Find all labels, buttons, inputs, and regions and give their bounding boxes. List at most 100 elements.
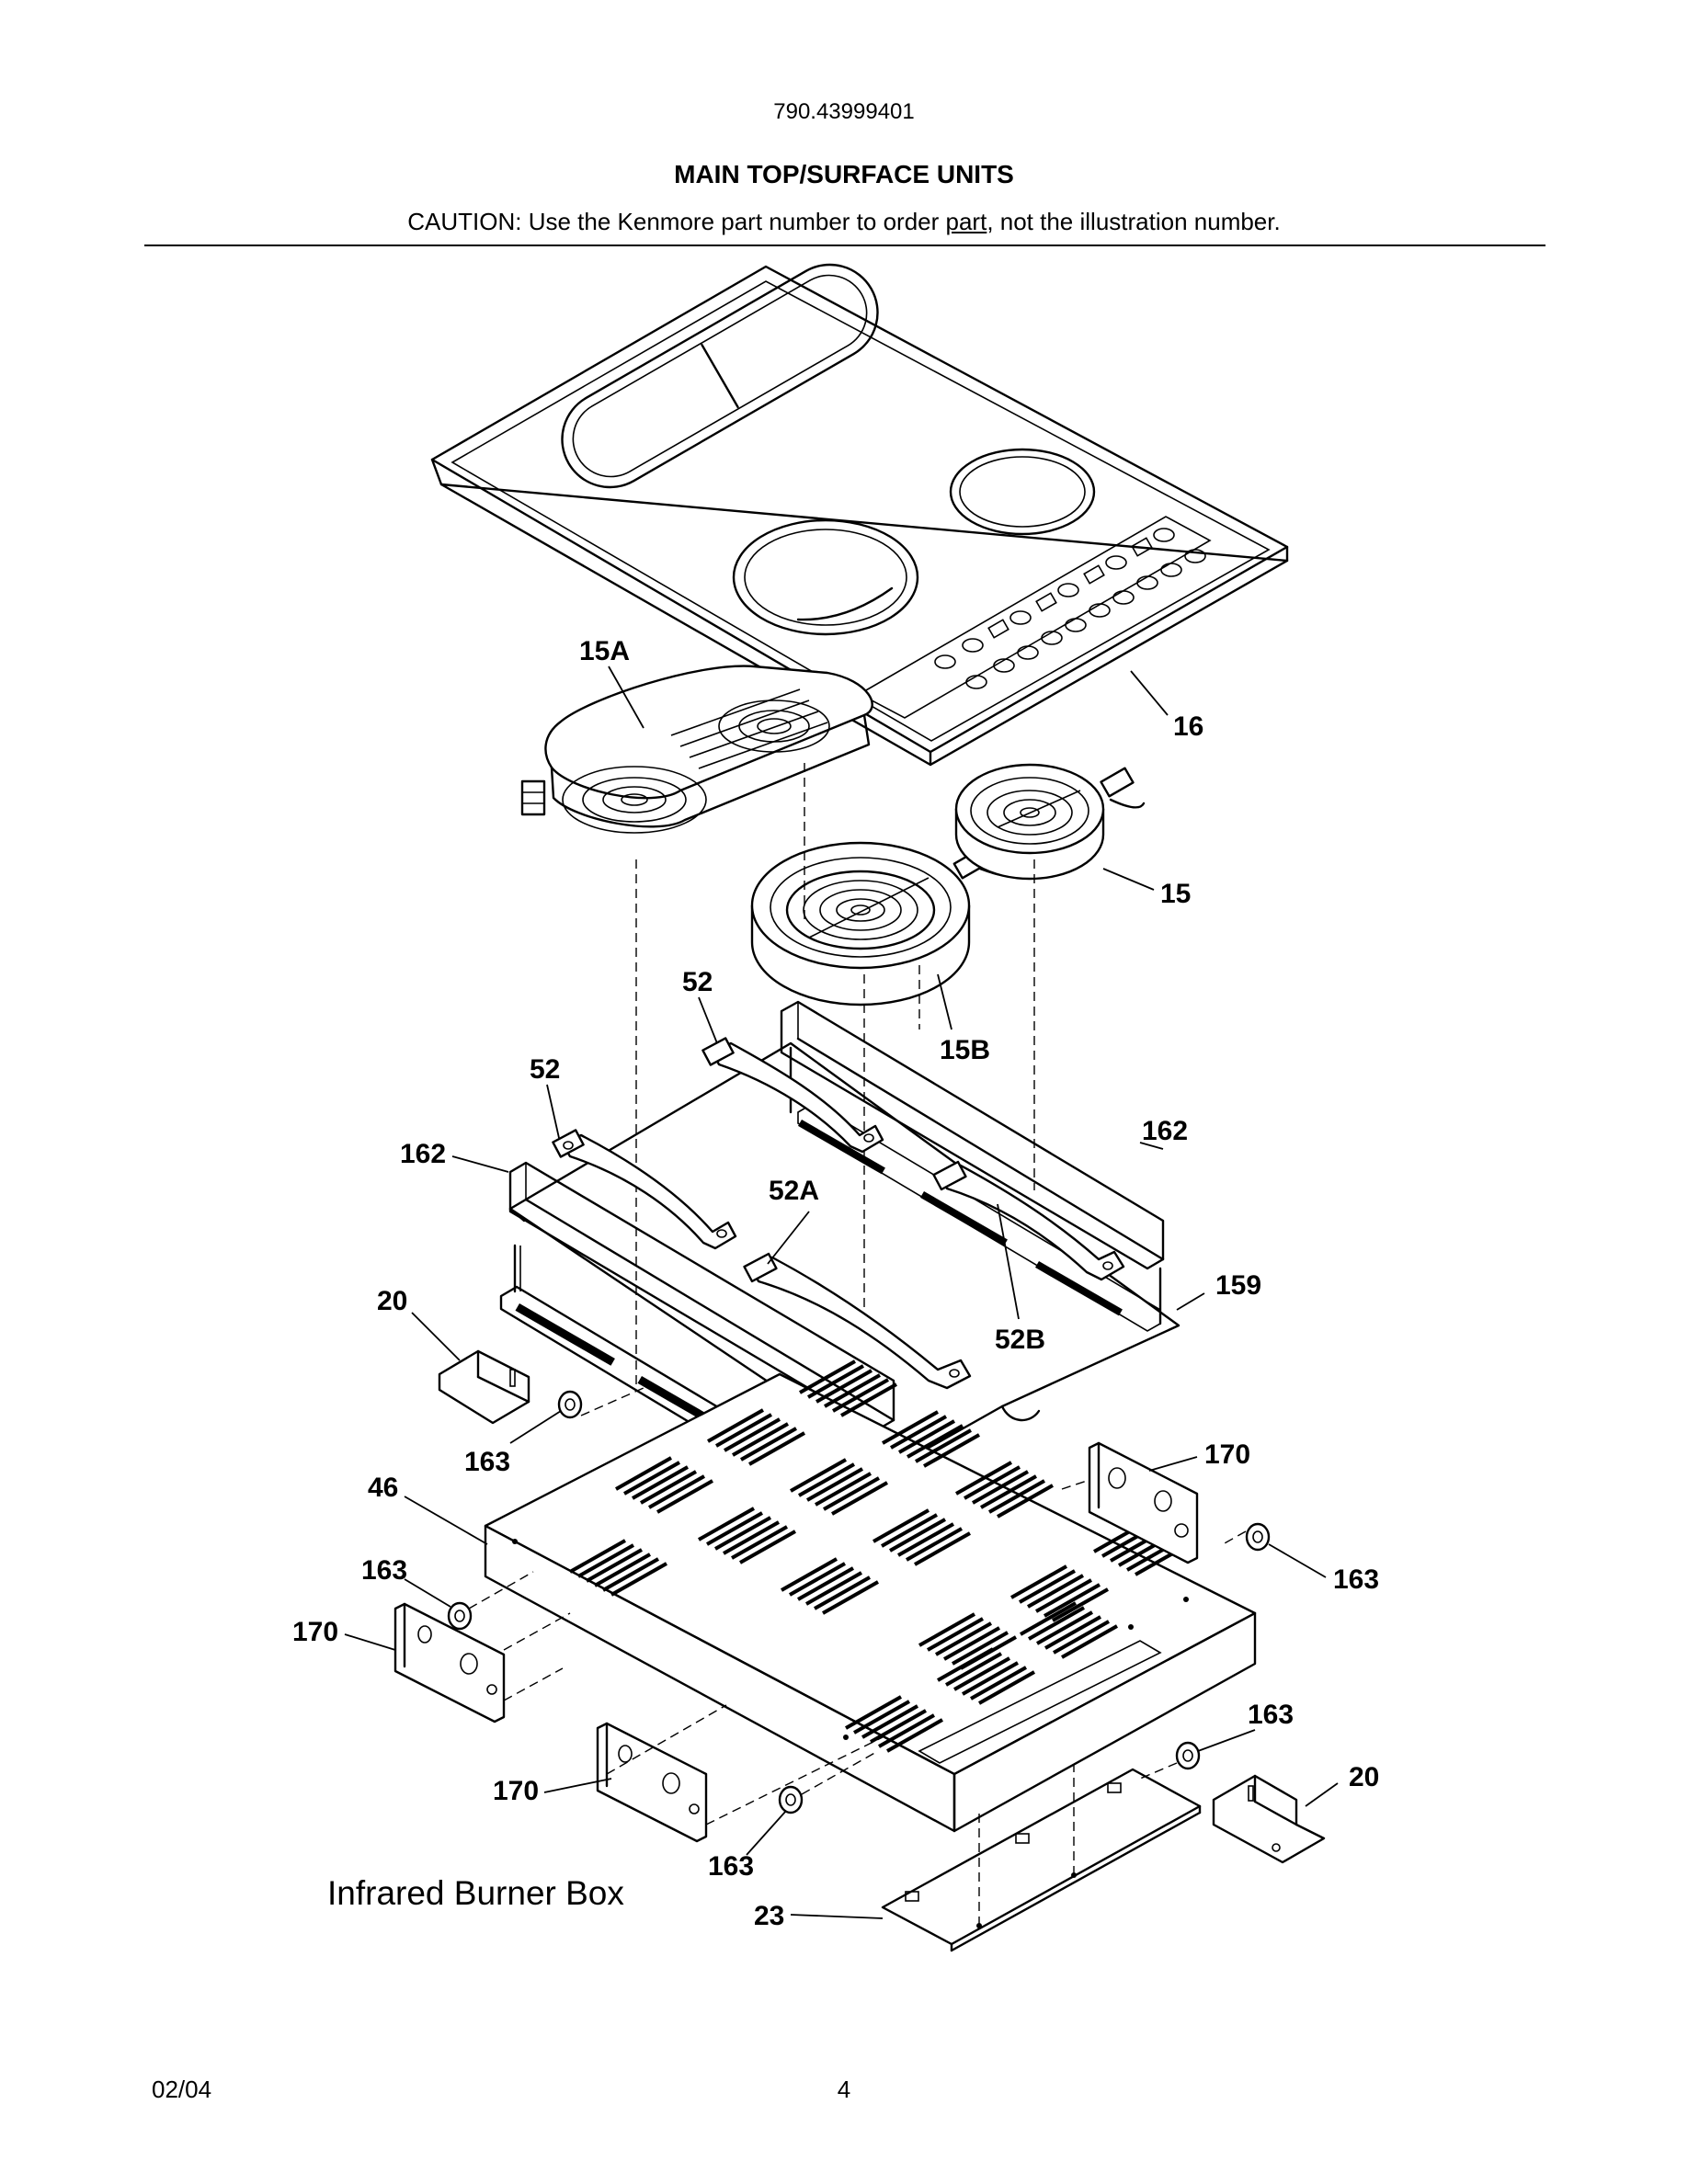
vent-slot — [739, 1530, 796, 1564]
callout-163-a: 163 — [464, 1447, 510, 1477]
vent-slot — [790, 1458, 847, 1493]
strap-part-52A — [743, 1252, 972, 1390]
vent-slot — [781, 1557, 838, 1592]
vent-slot — [707, 1408, 764, 1443]
vent-slot — [602, 1557, 659, 1592]
vent-slot — [915, 1428, 972, 1463]
callout-20-left: 20 — [377, 1286, 407, 1316]
vent-slot — [832, 1378, 889, 1413]
vent-slot — [1061, 1624, 1118, 1659]
vent-slot — [569, 1539, 626, 1574]
vent-slot — [1010, 1564, 1067, 1599]
vent-slot — [907, 1424, 964, 1459]
vent-slots-rear — [615, 1359, 1054, 1615]
vent-slot — [814, 1575, 871, 1610]
vent-slot — [881, 1513, 938, 1548]
callout-46: 46 — [368, 1473, 398, 1503]
vent-slot — [740, 1427, 797, 1462]
callout-170-left: 170 — [292, 1617, 338, 1647]
vent-slot — [789, 1562, 846, 1597]
side-bracket-part-170-bottom — [596, 1722, 708, 1843]
vent-slot — [1027, 1574, 1084, 1609]
vent-slot — [822, 1580, 879, 1615]
vent-slot — [823, 1476, 880, 1511]
vent-slot — [748, 1431, 805, 1466]
vent-slot — [889, 1518, 946, 1553]
vent-slot — [732, 1422, 789, 1457]
vent-slot — [953, 1656, 1010, 1691]
callout-170-bottom: 170 — [493, 1776, 539, 1806]
vent-slot — [980, 1474, 1037, 1509]
callout-163-c: 163 — [1333, 1564, 1379, 1595]
callout-15B: 15B — [940, 1035, 990, 1065]
vent-slot — [914, 1531, 971, 1566]
vent-slot — [815, 1472, 872, 1507]
strap-part-52-top — [701, 1037, 884, 1154]
vent-slot — [1020, 1601, 1077, 1636]
vent-slot — [873, 1508, 930, 1543]
vent-slot — [997, 1484, 1054, 1519]
large-radiant-element-part-15B — [750, 841, 1009, 1007]
vent-slot — [878, 1713, 935, 1748]
callout-labels: 15A 16 15 52 15B 52 162 162 52A 159 52B … — [292, 636, 1379, 1931]
vent-slot — [861, 1704, 918, 1739]
caution-text-start: CAUTION: Use the Kenmore part number to … — [407, 208, 946, 235]
diagram-caption: Infrared Burner Box — [327, 1874, 624, 1912]
callout-52B: 52B — [995, 1325, 1045, 1355]
vent-slot — [923, 1433, 980, 1468]
callout-23: 23 — [754, 1901, 784, 1931]
bracket-part-20-left — [438, 1349, 530, 1425]
vent-slot — [731, 1525, 788, 1560]
vent-slot — [937, 1647, 994, 1682]
grommet-part-163-d — [1175, 1741, 1201, 1770]
vent-slot — [623, 1461, 680, 1496]
rear-bracket-part-162 — [780, 1000, 1165, 1332]
vent-slot — [890, 1415, 947, 1450]
caution-text-end: , not the illustration number. — [987, 208, 1281, 235]
vent-slot — [640, 1470, 697, 1505]
grommet-part-163-b — [447, 1601, 473, 1631]
vent-slot — [952, 1631, 1009, 1666]
callout-20-right: 20 — [1349, 1762, 1379, 1792]
vent-slot — [964, 1465, 1021, 1500]
caution-note: CAUTION: Use the Kenmore part number to … — [0, 208, 1688, 236]
locator-lines-lower — [468, 1360, 1247, 1926]
vent-slot — [656, 1479, 713, 1514]
vent-slot — [648, 1474, 705, 1509]
page-number: 4 — [837, 2076, 851, 2103]
vent-slot — [714, 1516, 771, 1551]
grommet-part-163-e — [778, 1785, 804, 1814]
vent-slot — [805, 1571, 862, 1606]
vent-slot — [978, 1670, 1035, 1705]
vent-slot — [955, 1461, 1012, 1496]
callout-163-d: 163 — [1248, 1700, 1294, 1730]
bottom-plate-part-23 — [881, 1768, 1202, 1952]
vent-slot — [1044, 1583, 1101, 1618]
callout-52-top: 52 — [682, 967, 713, 997]
page-title: MAIN TOP/SURFACE UNITS — [674, 160, 1014, 188]
vent-slot — [798, 1462, 855, 1497]
vent-slot — [1019, 1569, 1076, 1604]
vent-slot — [1044, 1615, 1101, 1650]
callout-15A: 15A — [579, 636, 630, 666]
vent-slot — [972, 1470, 1029, 1505]
callout-163-e: 163 — [708, 1851, 754, 1882]
callout-162-right: 162 — [1142, 1116, 1188, 1146]
vent-slot — [724, 1417, 781, 1452]
callout-170-top: 170 — [1204, 1439, 1250, 1470]
vent-slot — [962, 1661, 1019, 1696]
vent-slot — [945, 1652, 1002, 1687]
cooktop-glass-part-16 — [430, 263, 1289, 767]
grommet-part-163-c — [1245, 1522, 1271, 1552]
footer-date: 02/04 — [152, 2076, 212, 2103]
vent-slot — [723, 1520, 780, 1555]
vent-slot — [807, 1364, 864, 1399]
vent-slot — [806, 1467, 863, 1502]
callout-162-left: 162 — [400, 1139, 446, 1169]
vent-slot — [897, 1522, 954, 1557]
callout-159: 159 — [1215, 1270, 1261, 1301]
vent-slot — [918, 1612, 975, 1647]
vent-slot — [970, 1666, 1027, 1701]
side-bracket-part-170-top-right — [1088, 1441, 1199, 1564]
